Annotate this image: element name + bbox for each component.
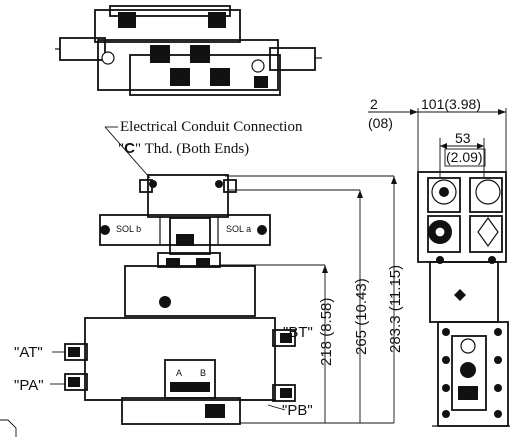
dim-265: 265 (10.43) [353, 278, 370, 355]
side-dimensions: 2 (08) 101(3.98) 53 (2.09) [368, 96, 507, 178]
port-bt-label: "BT" [283, 324, 313, 341]
callout-line1: Electrical Conduit Connection [120, 119, 303, 135]
dim-218: 218 (8.58) [318, 298, 335, 366]
callout-thread-code: C [124, 140, 135, 157]
dim-top-08: (08) [368, 115, 393, 131]
port-pa-label: "PA" [14, 377, 44, 394]
dim-width-101: 101(3.98) [421, 96, 481, 112]
dim-top-2: 2 [370, 96, 378, 112]
dim-width-53: 53 [455, 130, 471, 146]
dim-283: 283.3 (11.15) [387, 265, 404, 353]
solenoid-a-label: SOL a [226, 224, 251, 234]
callout-line2-suffix: " Thd. (Both Ends) [135, 141, 249, 157]
corner-bracket [0, 419, 17, 437]
port-at-label: "AT" [14, 344, 43, 361]
side-view [417, 171, 510, 427]
solenoid-b-label: SOL b [116, 224, 141, 234]
conduit-callout: Electrical Conduit Connection "C" Thd. (… [104, 119, 303, 179]
port-labels: "AT" "PA" "BT" "PB" [14, 324, 313, 419]
callout-line2: "C" Thd. (Both Ends) [118, 140, 249, 157]
valve-port-b-label: B [200, 368, 206, 378]
port-pb-label: "PB" [282, 402, 313, 419]
top-plan-view [55, 5, 322, 96]
vertical-dimensions: 218 (8.58) 265 (10.43) 283.3 (11.15) [220, 175, 404, 424]
dim-width-209: (2.09) [446, 149, 483, 165]
valve-port-a-label: A [176, 368, 182, 378]
callout-line2-prefix: " [118, 141, 124, 157]
front-elevation: SOL b SOL a A B [64, 174, 296, 425]
